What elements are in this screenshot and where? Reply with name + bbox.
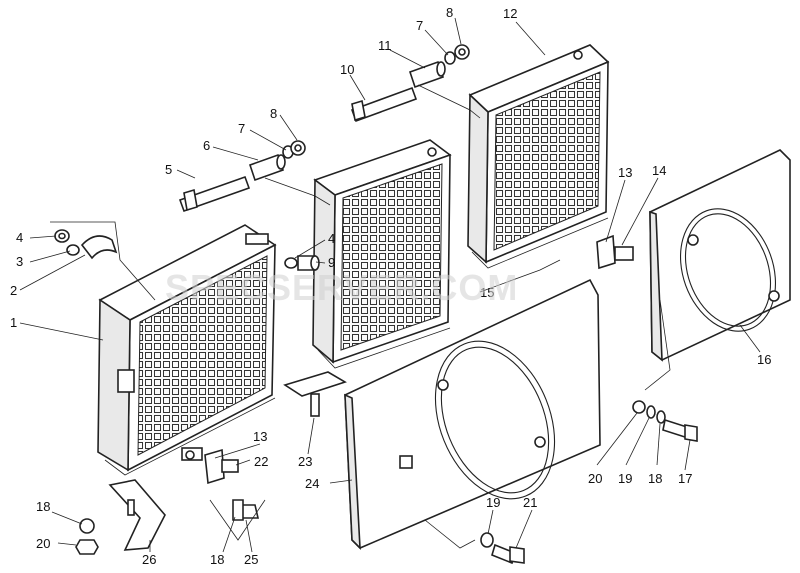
label-23: 23 [298, 454, 312, 469]
radiator-section-right [467, 44, 610, 269]
spacer-tube-11 [408, 60, 446, 89]
fan-shroud-front [344, 278, 601, 551]
nut-8-upper [454, 44, 470, 60]
fan-shroud-rear [649, 149, 791, 362]
label-22: 22 [254, 454, 268, 469]
label-13-right: 13 [618, 165, 632, 180]
label-8-upper: 8 [446, 5, 453, 20]
spacer-tube-6 [248, 153, 286, 182]
bolt-17 [662, 418, 698, 442]
label-16: 16 [757, 352, 771, 367]
leader-lines [19, 17, 761, 553]
label-26: 26 [142, 552, 156, 567]
label-9: 9 [328, 255, 335, 270]
label-2: 2 [10, 283, 17, 298]
label-5: 5 [165, 162, 172, 177]
label-20-right: 20 [588, 471, 602, 486]
nut-20-bottom-left [75, 539, 99, 555]
label-13-left: 13 [253, 429, 267, 444]
label-4-left: 4 [16, 230, 23, 245]
nut-20-right [632, 400, 646, 414]
nut-18-bottom-left [79, 518, 95, 534]
label-18-left: 18 [36, 499, 50, 514]
label-21: 21 [523, 495, 537, 510]
pipe-fitting-9 [297, 255, 320, 271]
bolt-25 [232, 499, 260, 521]
label-19-right: 19 [618, 471, 632, 486]
radiator-core-main [97, 224, 277, 476]
label-3: 3 [16, 254, 23, 269]
label-20-left: 20 [36, 536, 50, 551]
callout-labels: 1 2 3 4 5 6 7 8 4 9 10 11 7 8 12 13 14 1… [10, 5, 771, 567]
washer-19-bottom [480, 532, 494, 548]
label-12: 12 [503, 6, 517, 21]
drain-valve-14 [614, 246, 634, 261]
tie-rod-bolt-5 [178, 175, 251, 213]
bracket-plate-13-right [596, 234, 616, 270]
label-24: 24 [305, 476, 319, 491]
gasket-4-middle [284, 257, 298, 269]
label-10: 10 [340, 62, 354, 77]
label-19-bottom: 19 [486, 495, 500, 510]
washer-18-right [656, 410, 666, 424]
label-8-left: 8 [270, 106, 277, 121]
clamp-4 [54, 229, 70, 243]
mount-bracket-23 [283, 371, 347, 417]
label-1: 1 [10, 315, 17, 330]
watermark: SPECSERVER.COM [165, 267, 518, 308]
label-6: 6 [203, 138, 210, 153]
tie-rod-bolt-10 [350, 86, 418, 123]
label-7-upper: 7 [416, 18, 423, 33]
label-18-bottom: 18 [210, 552, 224, 567]
nut-8 [290, 140, 306, 156]
label-15: 15 [480, 285, 494, 300]
label-18-right: 18 [648, 471, 662, 486]
washer-19-right [646, 405, 656, 419]
bolt-21 [491, 543, 525, 565]
drain-valve-22 [221, 459, 239, 473]
label-17: 17 [678, 471, 692, 486]
label-25: 25 [244, 552, 258, 567]
bracket-plate-13-left [204, 448, 225, 485]
hose-elbow-2 [80, 235, 118, 260]
label-14: 14 [652, 163, 666, 178]
label-11: 11 [378, 38, 392, 53]
gasket-3 [66, 244, 80, 256]
label-4-middle: 4 [328, 231, 335, 246]
label-7-left: 7 [238, 121, 245, 136]
radiator-section-middle [312, 139, 452, 369]
support-bracket-26 [108, 479, 166, 551]
